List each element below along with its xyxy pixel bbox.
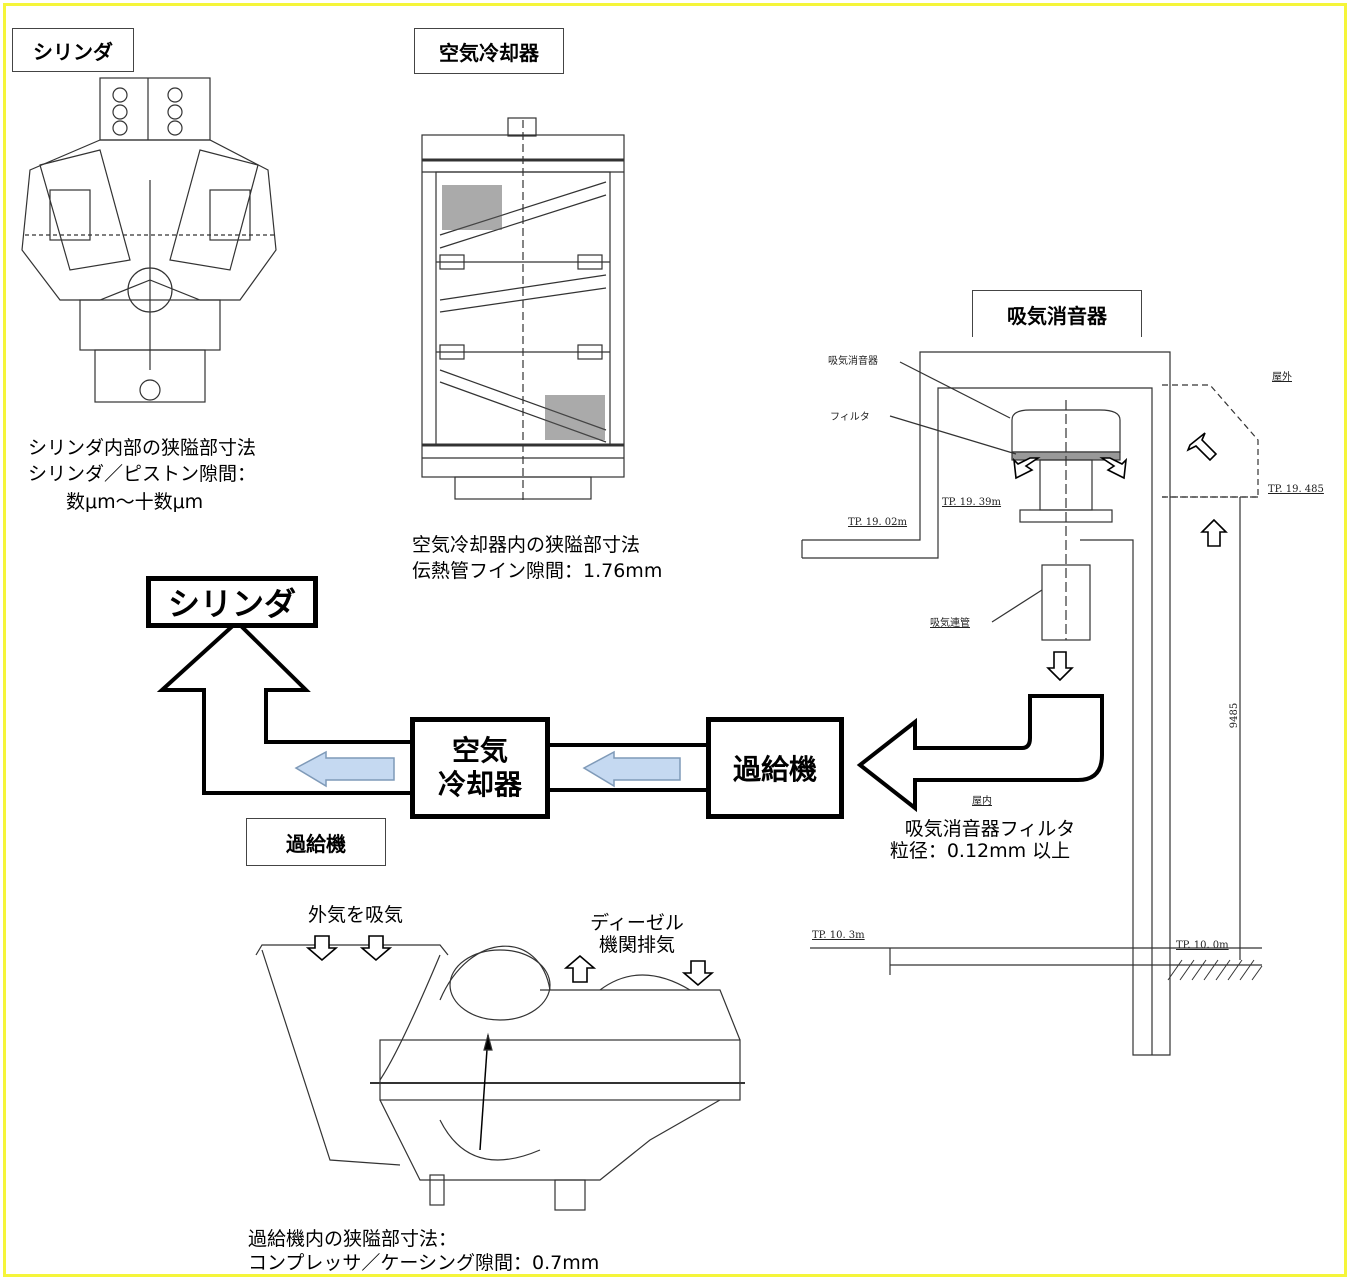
filter-note-2: 粒径：0.12mm 以上 <box>889 840 1071 862</box>
cylinder-label: シリンダ <box>12 28 134 72</box>
cooler-note-2: 伝熱管フイン隙間：1.76mm <box>412 560 663 582</box>
flow-arrow-cooler-to-cylinder <box>294 750 395 788</box>
outside-air-intake-label: 外気を吸気 <box>308 904 404 926</box>
level-tp-1939: TP. 19. 39m <box>942 497 1002 508</box>
cooler-note-1: 空気冷却器内の狭隘部寸法 <box>412 534 641 556</box>
air-cooler-drawing <box>421 117 625 500</box>
drawing-intake-duct-label: 吸気連管 <box>930 618 970 629</box>
turbocharger-label: 過給機 <box>246 818 386 866</box>
drawing-outdoor-label: 屋外 <box>1272 372 1292 383</box>
turbo-note-1: 過給機内の狭隘部寸法： <box>248 1228 458 1250</box>
air-cooler-label: 空気冷却器 <box>414 28 564 74</box>
filter-note-1: 吸気消音器フィルタ <box>904 818 1076 840</box>
diesel-exhaust-label-2: 機関排気 <box>598 934 675 956</box>
cylinder-note-1: シリンダ内部の狭隘部寸法 <box>28 437 257 459</box>
dimension-9485: 9485 <box>1229 702 1241 729</box>
flow-arrow-turbo-to-cooler <box>582 750 681 788</box>
silencer-to-turbo-arrow <box>856 694 1104 813</box>
diagram-frame <box>3 3 1347 1277</box>
turbo-flow-arrows <box>305 935 715 987</box>
level-tp-100: TP. 10. 0m <box>1176 940 1229 951</box>
turbo-note-2: コンプレッサ／ケーシング隙間：0.7mm <box>248 1252 600 1274</box>
level-tp-1902: TP. 19. 02m <box>848 517 908 528</box>
engine-drawing <box>21 77 277 403</box>
drawing-filter-label: フィルタ <box>830 412 870 423</box>
intake-silencer-label: 吸気消音器 <box>972 290 1142 337</box>
level-tp-103: TP. 10. 3m <box>812 930 865 941</box>
cylinder-note-3: 数μm～十数μm <box>66 491 204 513</box>
level-tp-19485: TP. 19. 485 <box>1268 484 1324 495</box>
flow-box-turbocharger: 過給機 <box>706 717 844 819</box>
flow-box-cylinder: シリンダ <box>146 576 318 628</box>
air-cooler-line1: 空気 <box>451 734 508 767</box>
cylinder-note-2: シリンダ／ピストン隙間： <box>28 463 257 485</box>
flow-box-air-cooler: 空気 冷却器 <box>410 717 550 819</box>
airflow-arrows <box>1012 432 1228 682</box>
drawing-silencer-label: 吸気消音器 <box>828 356 878 367</box>
turbocharger-drawing <box>255 944 745 1211</box>
diesel-exhaust-label-1: ディーゼル <box>590 912 684 934</box>
silencer-drawing <box>801 351 1263 1056</box>
air-cooler-line2: 冷却器 <box>437 768 522 801</box>
drawing-indoor-label: 屋内 <box>972 796 992 807</box>
